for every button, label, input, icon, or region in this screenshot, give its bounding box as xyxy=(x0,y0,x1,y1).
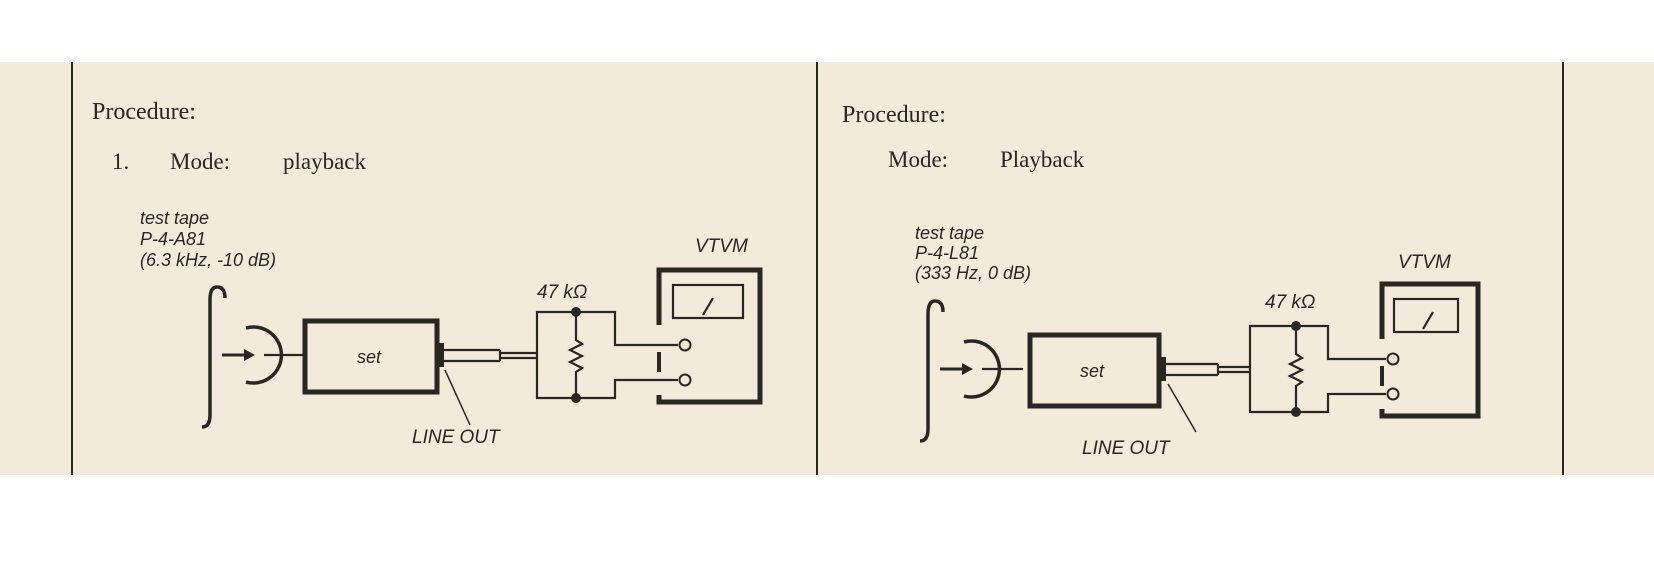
connection-diagram-left: test tape P-4-A81 (6.3 kHz, -10 dB) set … xyxy=(140,208,763,448)
procedure-heading: Procedure: xyxy=(842,102,946,128)
procedure-heading: Procedure: xyxy=(92,99,196,125)
line-out-pointer xyxy=(1167,383,1197,433)
set-label: set xyxy=(357,347,382,367)
mode-value: Playback xyxy=(1000,147,1085,172)
meter-window-icon xyxy=(1392,297,1460,334)
mode-label: Mode: xyxy=(888,147,948,172)
tape-signal: (6.3 kHz, -10 dB) xyxy=(140,250,276,270)
mode-label: Mode: xyxy=(170,149,230,174)
tape-label: test tape xyxy=(140,208,209,228)
vtvm-meter xyxy=(656,267,763,405)
terminal-icon xyxy=(678,373,692,387)
line-out-jack-icon xyxy=(1158,357,1166,381)
mode-value: playback xyxy=(283,149,367,174)
tape-id: P-4-A81 xyxy=(140,229,206,249)
resistor-network xyxy=(535,307,678,403)
vtvm-label: VTVM xyxy=(1398,252,1451,273)
connection-diagram-right: test tape P-4-L81 (333 Hz, 0 dB) set LIN… xyxy=(915,223,1481,459)
set-label: set xyxy=(1080,361,1105,381)
line-out-pointer xyxy=(444,369,471,426)
terminal-icon xyxy=(1386,387,1400,401)
resistor-icon xyxy=(1287,326,1305,412)
tape-icon xyxy=(201,285,227,429)
resistor-icon xyxy=(567,312,585,398)
terminal-icon xyxy=(1386,352,1400,366)
resistor-label: 47 kΩ xyxy=(1265,292,1315,313)
vtvm-meter xyxy=(1379,281,1481,419)
tape-signal: (333 Hz, 0 dB) xyxy=(915,263,1031,283)
vtvm-label: VTVM xyxy=(695,236,748,257)
tape-icon xyxy=(919,299,945,443)
terminal-icon xyxy=(678,338,692,352)
meter-window-icon xyxy=(671,283,745,320)
tape-label: test tape xyxy=(915,223,984,243)
step-number: 1. xyxy=(112,149,129,174)
line-out-label: LINE OUT xyxy=(1082,438,1171,459)
resistor-network xyxy=(1248,321,1386,417)
line-out-label: LINE OUT xyxy=(412,427,501,448)
line-out-jack-icon xyxy=(436,343,444,367)
resistor-label: 47 kΩ xyxy=(537,282,587,303)
scanned-page xyxy=(0,62,1654,475)
tape-id: P-4-L81 xyxy=(915,243,979,263)
